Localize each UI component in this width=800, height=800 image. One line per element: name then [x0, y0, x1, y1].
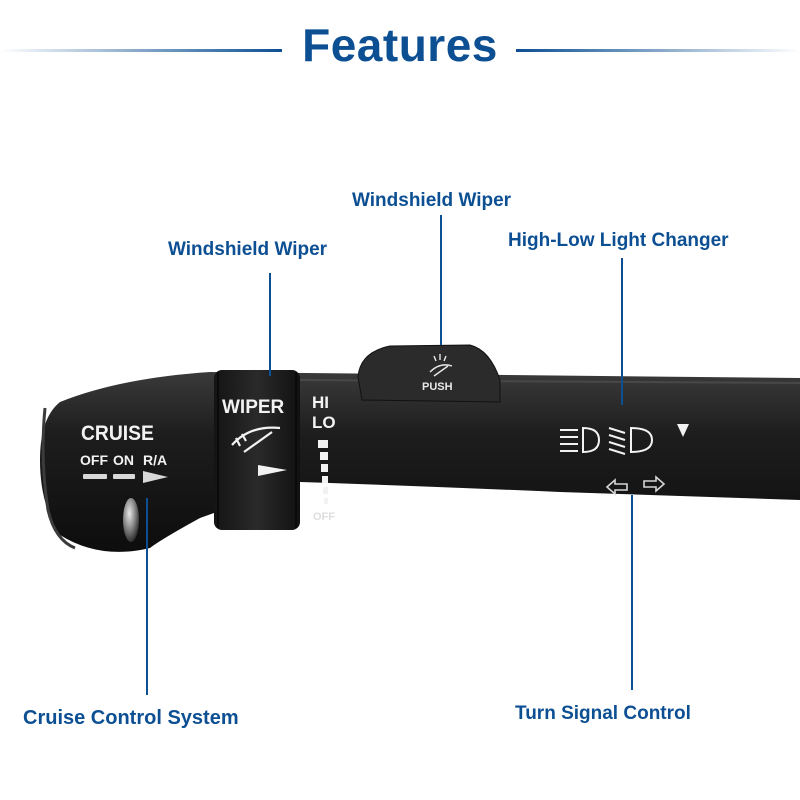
wiper-speed-scale: [318, 440, 328, 504]
callout-cruise-control-system: Cruise Control System: [23, 707, 239, 729]
high-beam-icon: [560, 426, 601, 454]
wiper-off-label: OFF: [313, 511, 335, 523]
cruise-marking: CRUISE: [81, 422, 154, 445]
cruise-knob: [123, 498, 139, 542]
wiper-ring[interactable]: [214, 370, 300, 530]
wiper-ring-ridges: [217, 372, 297, 528]
callout-turn-signal-control: Turn Signal Control: [515, 703, 691, 724]
cruise-end-cap: [41, 407, 76, 550]
lo-label: LO: [312, 413, 336, 432]
wiper-marking: WIPER: [222, 397, 285, 418]
washer-icon: [429, 354, 453, 377]
turn-signal-icon: [605, 475, 666, 496]
push-label: PUSH: [422, 381, 453, 393]
callout-windshield-wiper-ring: Windshield Wiper: [168, 239, 328, 260]
cruise-ra-label: R/A: [143, 452, 167, 468]
cruise-position-marks: [83, 471, 168, 483]
hi-label: HI: [312, 393, 329, 412]
cruise-on-label: ON: [113, 452, 134, 468]
callout-windshield-wiper-push: Windshield Wiper: [352, 190, 512, 211]
wiper-icon: [231, 426, 281, 453]
wiper-push-button[interactable]: [357, 344, 501, 403]
wiper-speed-arrow: [258, 465, 287, 476]
page-title: Features: [302, 19, 498, 71]
callout-high-low-light-changer: High-Low Light Changer: [508, 230, 729, 251]
low-beam-icon: [608, 426, 654, 455]
header-rule-left: [0, 49, 282, 52]
cruise-off-label: OFF: [80, 452, 108, 468]
beam-direction-arrow: [677, 424, 689, 437]
header-rule-right: [516, 49, 800, 52]
